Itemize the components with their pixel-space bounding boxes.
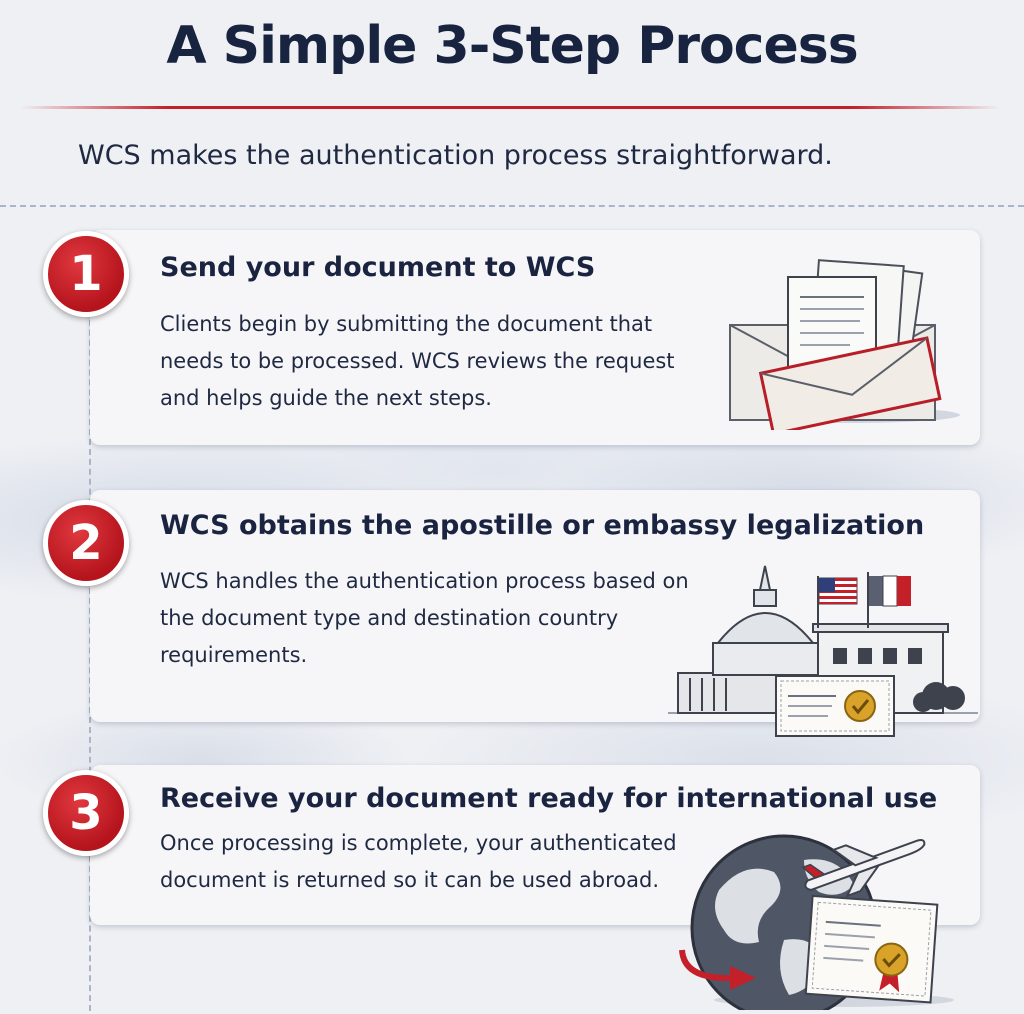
- step-number-badge-2: 2: [43, 500, 129, 586]
- step-number-badge-3: 3: [43, 770, 129, 856]
- step-description-1: Clients begin by submitting the document…: [160, 312, 675, 410]
- step-title-2: WCS obtains the apostille or embassy leg…: [160, 510, 925, 541]
- documents-envelope-icon: [720, 255, 960, 436]
- step-title-3: Receive your document ready for internat…: [160, 783, 938, 814]
- globe-airplane-certificate-icon: [664, 830, 964, 1014]
- page-title: A Simple 3-Step Process: [166, 16, 858, 76]
- step-number-badge-1: 1: [43, 231, 129, 317]
- page-subtitle: WCS makes the authentication process str…: [78, 140, 833, 171]
- section-divider: [0, 205, 1024, 207]
- step-title-1: Send your document to WCS: [160, 252, 596, 283]
- title-divider: [20, 106, 1000, 109]
- capitol-embassy-certificate-icon: [668, 548, 978, 743]
- step-description-2: WCS handles the authentication process b…: [160, 569, 689, 667]
- step-description-3: Once processing is complete, your authen…: [160, 831, 677, 892]
